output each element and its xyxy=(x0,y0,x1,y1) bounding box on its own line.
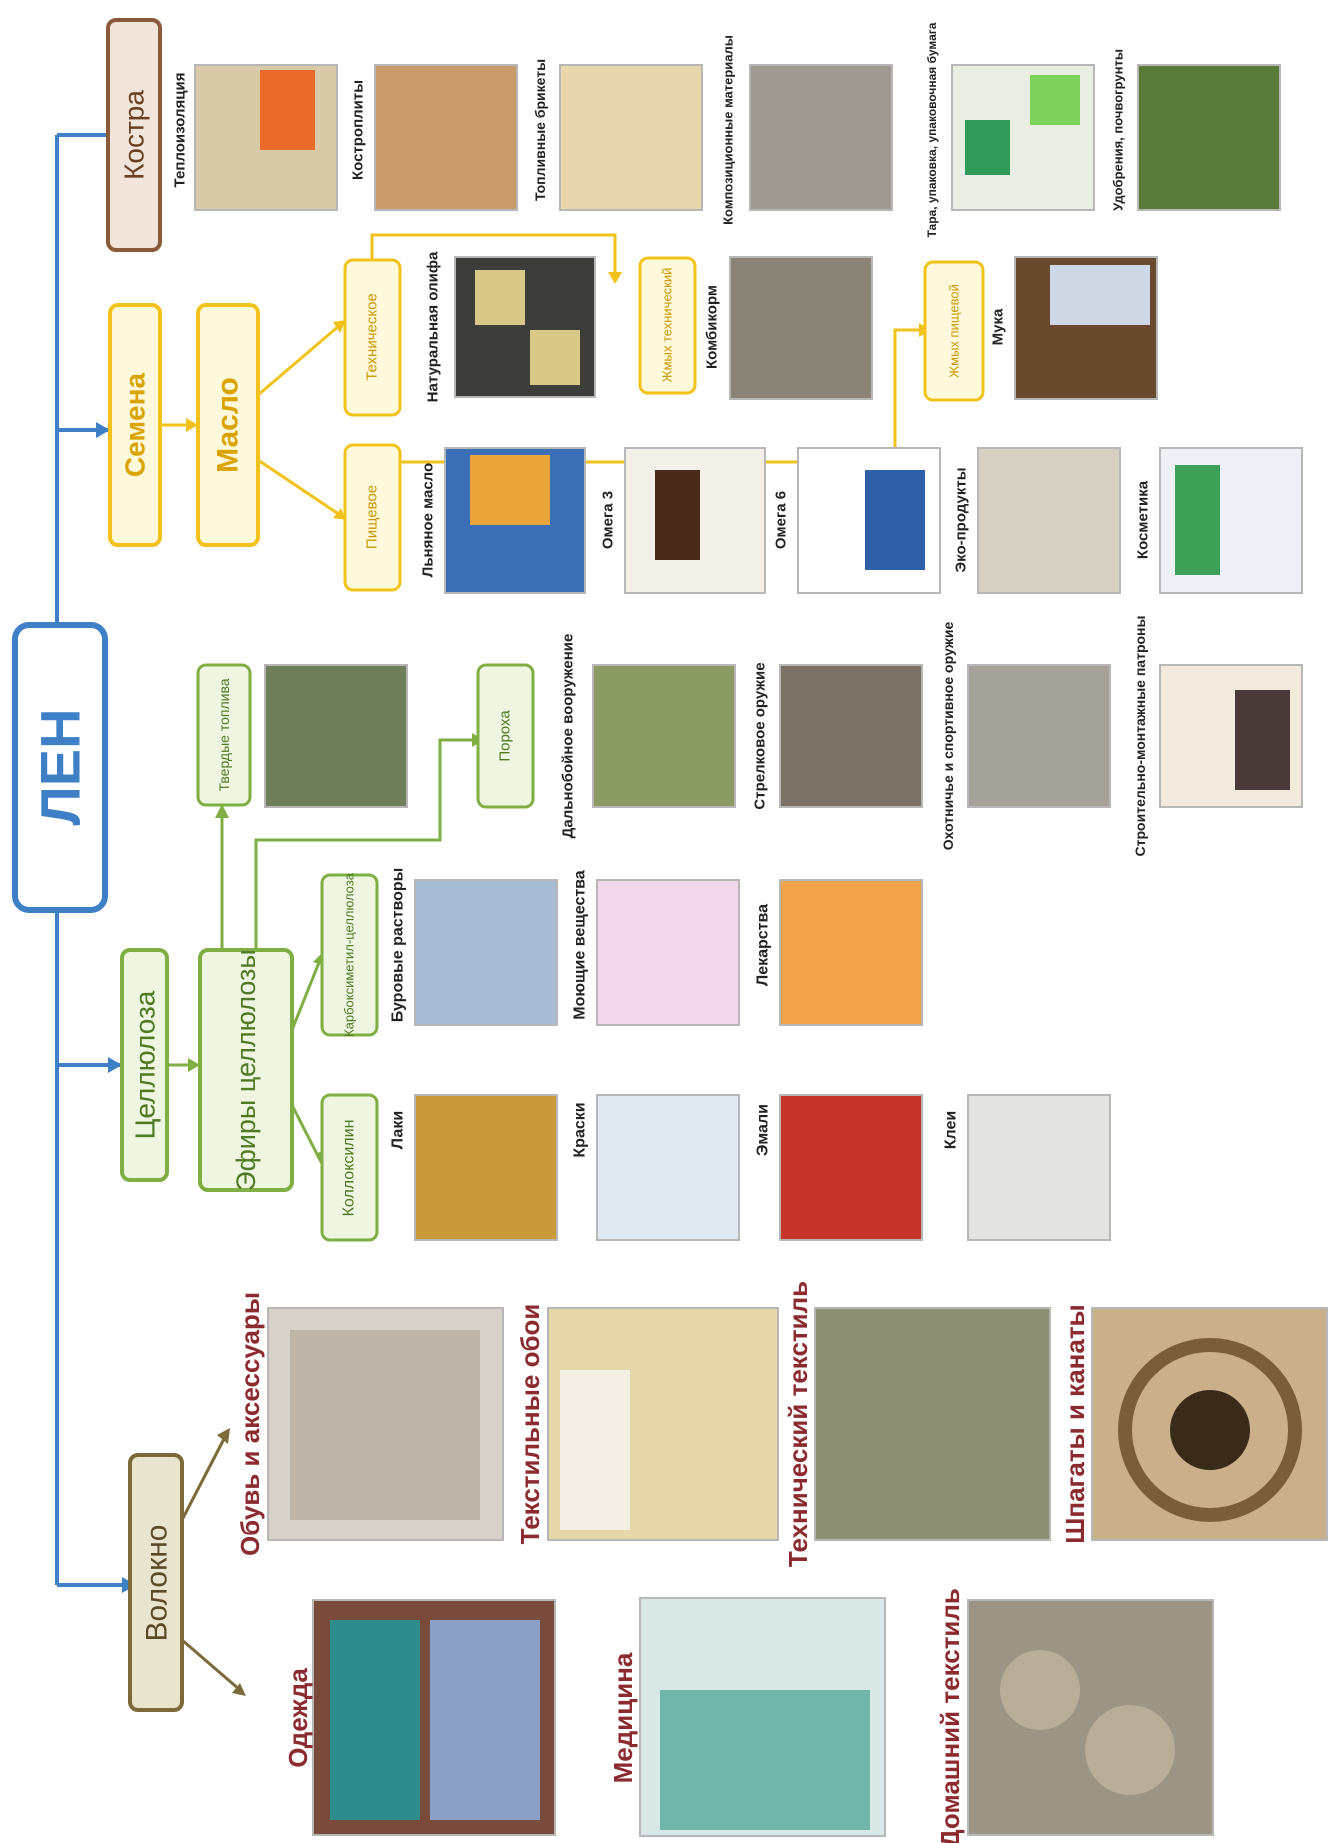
powders-item-small-arms: Стрелковое оружие xyxy=(752,662,769,809)
photo-medicines xyxy=(779,879,923,1026)
cellulose-ethers-label: Эфиры целлюлозы xyxy=(231,949,261,1191)
powders-item-long-range: Дальнобойное вооружение xyxy=(560,634,577,839)
powders-label: Пороха xyxy=(497,710,514,762)
fiber-item-twine: Шпагаты и канаты xyxy=(1060,1304,1090,1544)
photo-hunting xyxy=(967,664,1111,808)
cake-food-label: Жмых пищевой xyxy=(947,284,962,378)
colloxylin-item-glue: Клеи xyxy=(943,1111,960,1149)
shive-item-boards: Костроплиты xyxy=(350,80,367,180)
fiber-item-home-textile: Домашний текстиль xyxy=(935,1588,965,1843)
shive-item-packaging: Тара, упаковка, упаковочная бумага xyxy=(925,22,939,237)
colloxylin-label: Коллоксилин xyxy=(341,1120,358,1217)
photo-long-range xyxy=(592,664,736,808)
cake-tech-label: Жмых технический xyxy=(660,268,675,383)
food-item-cosmetics: Косметика xyxy=(1135,480,1152,559)
shive-branch: Костра Теплоизоляция Костроплиты Топливн… xyxy=(106,18,1281,252)
powders-item-hunting: Охотничье и спортивное оружие xyxy=(940,622,956,851)
cmc-item-medicines: Лекарства xyxy=(755,904,772,986)
food-item-omega3: Омега 3 xyxy=(600,491,617,549)
oil-label: Масло xyxy=(212,377,245,473)
cellulose-label: Целлюлоза xyxy=(130,990,161,1139)
fiber-item-footwear: Обувь и аксессуары xyxy=(235,1292,265,1556)
food-item-omega6: Омега 6 xyxy=(773,491,790,549)
photo-fuel-briquettes xyxy=(559,64,703,211)
photo-feed xyxy=(729,256,873,400)
photo-paint xyxy=(596,1094,740,1241)
colloxylin-item-paint: Краски xyxy=(572,1102,589,1157)
photo-drilling xyxy=(414,879,558,1026)
powders-item-construction: Строительно-монтажные патроны xyxy=(1132,616,1148,857)
shive-item-composites: Композиционные материалы xyxy=(721,35,736,225)
cake-food-item-flour: Мука xyxy=(990,308,1007,345)
cmc-item-detergents: Моющие вещества xyxy=(572,870,589,1020)
photo-detergents xyxy=(596,879,740,1026)
cake-tech-item-feed: Комбикорм xyxy=(704,285,721,369)
fiber-item-wallpaper: Текстильные обои xyxy=(515,1304,545,1545)
technical-item-drying-oil: Натуральная олифа xyxy=(425,251,442,402)
photo-glue xyxy=(967,1094,1111,1241)
photo-tech-textile xyxy=(814,1307,1051,1541)
photo-home-textile xyxy=(967,1599,1214,1836)
cellulose-branch: Целлюлоза Эфиры целлюлозы Коллоксилин Ла… xyxy=(120,616,1303,1242)
seeds-branch: Семена Масло Техническое Натуральная оли… xyxy=(108,233,1303,594)
shive-label: Костра xyxy=(119,90,150,180)
photo-solid-fuel xyxy=(264,664,408,808)
photo-small-arms xyxy=(779,664,923,808)
colloxylin-item-varnish: Лаки xyxy=(390,1111,407,1149)
photo-fertilizers xyxy=(1137,64,1281,211)
food-item-linseed-oil: Льняное масло xyxy=(420,463,437,577)
fiber-item-tech-textile: Технический текстиль xyxy=(783,1281,813,1567)
technical-oil-label: Техническое xyxy=(364,293,381,381)
solid-fuel-label: Твердые топлива xyxy=(216,678,232,791)
fiber-item-medicine: Медицина xyxy=(608,1652,638,1783)
shive-item-fertilizers: Удобрения, почвогрунты xyxy=(1111,49,1126,211)
fiber-branch: Волокно Одежда Медицина Домашний текстил… xyxy=(128,1281,1328,1843)
cmc-label: Карбоксиметил-целлюлоза xyxy=(342,872,357,1037)
fiber-label: Волокно xyxy=(141,1525,174,1642)
shive-item-insulation: Теплоизоляция xyxy=(172,73,189,188)
photo-enamel xyxy=(779,1094,923,1241)
colloxylin-item-enamel: Эмали xyxy=(755,1104,772,1156)
seeds-label: Семена xyxy=(120,372,151,477)
root-node: ЛЕН xyxy=(12,622,108,913)
cmc-item-drilling: Буровые растворы xyxy=(390,868,407,1023)
food-item-eco: Эко-продукты xyxy=(953,467,970,572)
photo-shive-boards xyxy=(374,64,518,211)
root-label: ЛЕН xyxy=(29,708,92,825)
food-oil-label: Пищевое xyxy=(364,485,381,549)
photo-eco-products xyxy=(977,447,1121,594)
photo-varnish xyxy=(414,1094,558,1241)
fiber-item-clothing: Одежда xyxy=(283,1668,313,1768)
shive-item-briquettes: Топливные брикеты xyxy=(532,59,548,201)
photo-composites xyxy=(749,64,893,211)
